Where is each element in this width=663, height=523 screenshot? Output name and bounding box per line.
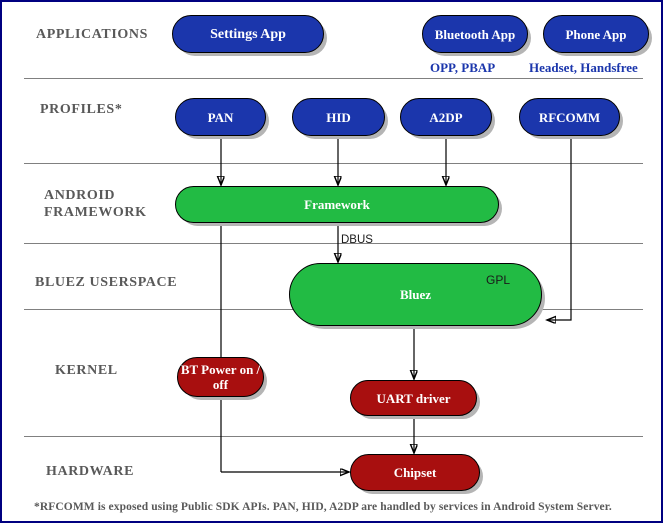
caption-bluetooth-app-profiles: OPP, PBAP xyxy=(430,60,496,75)
node-bluez-gpl-tag: GPL xyxy=(486,273,511,287)
node-uart-driver[interactable]: UART driver xyxy=(350,380,477,416)
layer-label-profiles: PROFILES* xyxy=(40,102,123,117)
layer-label-hardware: HARDWARE xyxy=(46,464,135,479)
node-a2dp[interactable]: A2DP xyxy=(400,98,492,136)
divider-framework-bluez xyxy=(24,243,643,244)
node-phone-app[interactable]: Phone App xyxy=(543,15,649,53)
divider-profiles-framework xyxy=(24,163,643,164)
node-framework[interactable]: Framework xyxy=(175,186,499,223)
divider-applications-profiles xyxy=(24,78,643,79)
node-bluez[interactable]: Bluez xyxy=(289,263,542,326)
edge-label-dbus: DBUS xyxy=(341,234,373,246)
layer-label-android-framework: ANDROID FRAMEWORK xyxy=(44,188,147,220)
node-chipset[interactable]: Chipset xyxy=(350,454,480,491)
footnote-text: *RFCOMM is exposed using Public SDK APIs… xyxy=(34,501,612,513)
node-settings-app[interactable]: Settings App xyxy=(172,15,324,53)
node-hid[interactable]: HID xyxy=(292,98,385,136)
layer-label-kernel: KERNEL xyxy=(55,363,118,378)
caption-phone-app-profiles: Headset, Handsfree xyxy=(529,60,638,75)
divider-kernel-hardware xyxy=(24,436,643,437)
layer-label-applications: APPLICATIONS xyxy=(36,27,148,42)
layer-label-bluez-userspace: BLUEZ USERSPACE xyxy=(35,275,178,290)
node-bluetooth-app[interactable]: Bluetooth App xyxy=(422,15,528,53)
node-bt-power[interactable]: BT Power on / off xyxy=(177,357,264,397)
node-rfcomm[interactable]: RFCOMM xyxy=(519,98,620,136)
node-pan[interactable]: PAN xyxy=(175,98,266,136)
